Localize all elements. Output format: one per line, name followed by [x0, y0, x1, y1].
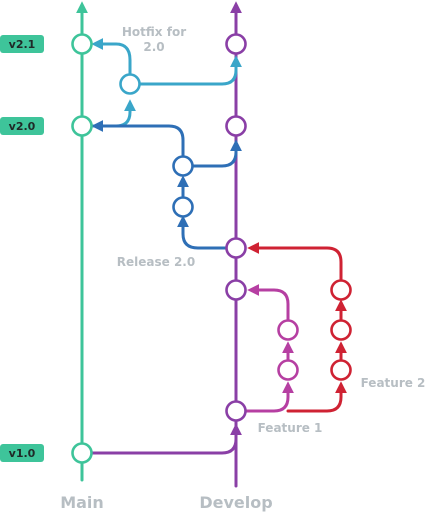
tag-v10: v1.0 [0, 444, 44, 462]
develop-commit-2 [225, 115, 247, 137]
feature1-from-develop [244, 381, 294, 413]
feature1-label: Feature 1 [258, 421, 323, 435]
main-commit-v10 [71, 442, 93, 464]
release-label: Release 2.0 [117, 255, 195, 269]
develop-commit-4 [225, 279, 247, 301]
feature1-branch [244, 284, 294, 413]
hotfix-commit [119, 73, 141, 95]
hotfix-label-line2: 2.0 [143, 40, 164, 54]
hotfix-to-main [91, 38, 132, 76]
feature1-to-develop [247, 284, 290, 322]
release-branch [91, 120, 242, 250]
hotfix-to-develop [138, 55, 242, 86]
release-to-develop [191, 139, 242, 168]
develop-commit-3 [225, 237, 247, 259]
hotfix-label-line1: Hotfix for [122, 25, 186, 39]
develop-commit-5 [225, 400, 247, 422]
feature1-commit-1 [277, 359, 299, 381]
tag-v21: v2.1 [0, 35, 44, 53]
main-commit-v20 [71, 115, 93, 137]
tag-v21-label: v2.1 [9, 38, 36, 51]
release-commit-2 [172, 155, 194, 177]
feature2-branch [247, 242, 347, 413]
feature1-commit-2 [277, 319, 299, 341]
tag-v10-label: v1.0 [9, 447, 36, 460]
tag-v21-badge [0, 35, 44, 53]
feature2-from-develop [286, 381, 347, 413]
release-to-main [91, 120, 185, 158]
main-commit-v21 [71, 33, 93, 55]
develop-commit-1 [225, 33, 247, 55]
release-from-develop [177, 215, 228, 250]
tag-v10-badge [0, 444, 44, 462]
feature2-to-develop [247, 242, 343, 282]
tag-v20-label: v2.0 [9, 120, 36, 133]
hotfix-branch [88, 38, 242, 128]
feature2-commit-1 [330, 359, 352, 381]
tag-v20: v2.0 [0, 117, 44, 135]
release-commit-1 [172, 196, 194, 218]
feature2-label: Feature 2 [361, 376, 426, 390]
hotfix-from-main [88, 99, 136, 128]
tag-v20-badge [0, 117, 44, 135]
develop-branch-label: Develop [199, 493, 272, 512]
main-to-develop-link [90, 423, 242, 455]
feature2-commit-2 [330, 319, 352, 341]
main-branch-label: Main [60, 493, 104, 512]
feature2-commit-3 [330, 279, 352, 301]
